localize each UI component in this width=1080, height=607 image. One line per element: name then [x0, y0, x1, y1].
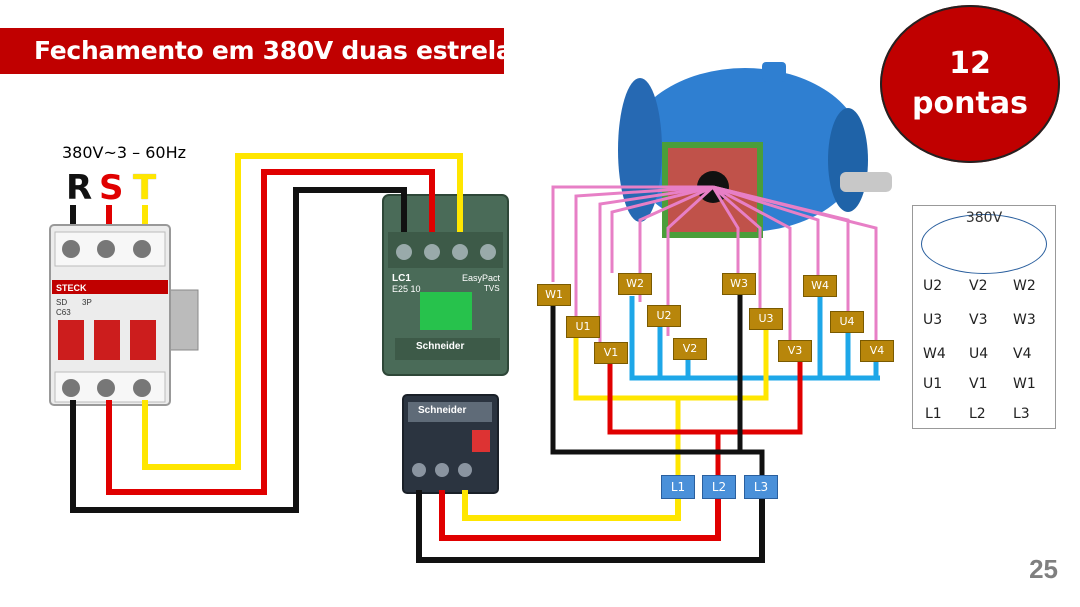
- phase-s-label: S: [99, 168, 124, 208]
- circuit-breaker: [49, 224, 199, 406]
- breaker-brand: STECK: [56, 283, 87, 293]
- terminal-u3: U3: [749, 308, 783, 330]
- ref-l1: L1: [925, 406, 942, 422]
- thermal-relay: [402, 394, 499, 494]
- title-bar: [0, 28, 504, 74]
- wire-u1-u3-l1: [573, 338, 681, 475]
- relay-brand: Schneider: [418, 405, 467, 416]
- wire-u3-join: [678, 328, 769, 401]
- phase-t-label: T: [133, 168, 157, 208]
- line-terminal-l3: L3: [744, 475, 778, 499]
- terminal-v2: V2: [673, 338, 707, 360]
- wire-s-supply: [106, 169, 435, 495]
- terminal-w4: W4: [803, 275, 837, 297]
- contactor-brand: Schneider: [416, 341, 465, 352]
- line-terminal-l1: L1: [661, 475, 695, 499]
- ref-u1: U1: [923, 376, 943, 392]
- terminal-u1: U1: [566, 316, 600, 338]
- breaker-rating: C63: [56, 308, 71, 317]
- reference-oval: [921, 214, 1047, 274]
- wire-w1-w3-l3: [550, 304, 765, 475]
- wire-t-supply: [142, 153, 463, 470]
- pink-lead-wires: [551, 185, 878, 342]
- terminal-w1: W1: [537, 284, 571, 306]
- line-terminal-l2: L2: [702, 475, 736, 499]
- ref-w1: W1: [1013, 376, 1036, 392]
- terminal-v4: V4: [860, 340, 894, 362]
- contactor-tvs: TVS: [484, 284, 500, 293]
- ref-v4: V4: [1013, 346, 1032, 362]
- wire-l1-relay: [462, 490, 681, 521]
- wire-l2-relay: [439, 490, 721, 541]
- supply-label: 380V~3 – 60Hz: [62, 143, 187, 162]
- wire-r-supply: [70, 187, 407, 513]
- wire-v1-v3-l2: [607, 364, 721, 475]
- page-number: 25: [1029, 554, 1058, 584]
- terminal-v1: V1: [594, 342, 628, 364]
- wire-l3-relay: [416, 490, 765, 563]
- badge-word: pontas: [912, 86, 1028, 121]
- terminal-u4: U4: [830, 311, 864, 333]
- ref-w3: W3: [1013, 312, 1036, 328]
- ref-v3: V3: [969, 312, 988, 328]
- ref-u4: U4: [969, 346, 989, 362]
- breaker-poles: 3P: [82, 298, 92, 307]
- terminal-w3: W3: [722, 273, 756, 295]
- terminal-count-badge: 12 pontas: [880, 5, 1060, 163]
- terminal-v3: V3: [778, 340, 812, 362]
- reference-voltage: 380V: [965, 210, 1003, 226]
- star-point-wires: [629, 296, 880, 381]
- phase-r-label: R: [66, 168, 93, 208]
- contactor: [382, 194, 509, 376]
- contactor-code: E25 10: [392, 284, 421, 294]
- ref-w4: W4: [923, 346, 946, 362]
- motor: [618, 62, 892, 238]
- ref-w2: W2: [1013, 278, 1036, 294]
- contactor-series: EasyPact: [462, 273, 501, 283]
- breaker-model: SD: [56, 298, 68, 307]
- ref-u3: U3: [923, 312, 943, 328]
- terminal-w2: W2: [618, 273, 652, 295]
- ref-v1: V1: [969, 376, 988, 392]
- terminal-u2: U2: [647, 305, 681, 327]
- contactor-model: LC1: [392, 273, 411, 284]
- badge-number: 12: [949, 46, 991, 81]
- ref-v2: V2: [969, 278, 988, 294]
- page-title: Fechamento em 380V duas estrelas: [34, 36, 528, 65]
- wire-v3-join: [718, 360, 803, 435]
- ref-l3: L3: [1013, 406, 1030, 422]
- reference-diagram: 380V U2 V2 W2 U3 V3 W3 W4 U4 V4 U1 V1 W1…: [912, 205, 1056, 429]
- ref-u2: U2: [923, 278, 943, 294]
- ref-l2: L2: [969, 406, 986, 422]
